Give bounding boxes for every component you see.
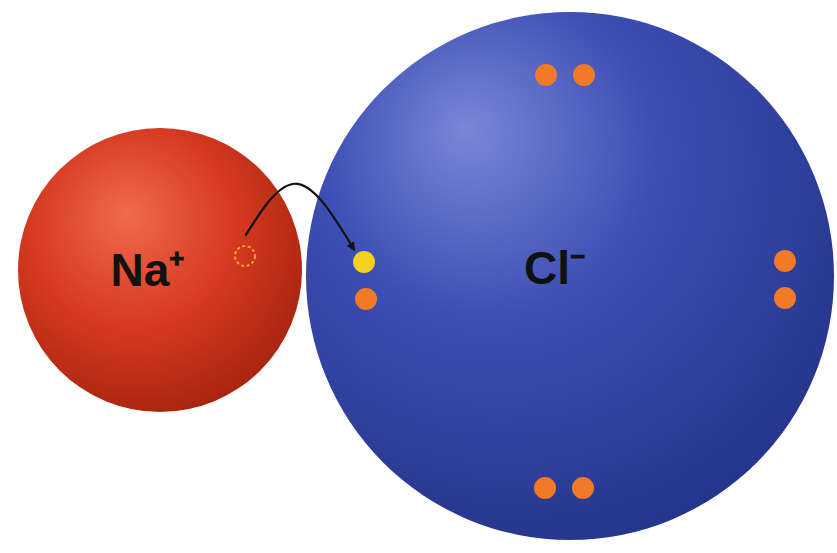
- vacated-electron: [235, 246, 255, 266]
- sodium-ion: Na⁺: [18, 128, 302, 412]
- electron-dot: [774, 250, 796, 272]
- electron-dot: [535, 64, 557, 86]
- electron-transfer-arrow: [245, 184, 354, 250]
- electron-dot: [774, 287, 796, 309]
- electron-dot: [572, 477, 594, 499]
- electron-dot: [355, 288, 377, 310]
- sphere-fill: [306, 12, 834, 540]
- electron-dot: [534, 477, 556, 499]
- ion-symbol: Cl⁻: [524, 245, 586, 291]
- transferred-electron: [353, 251, 375, 273]
- chloride-ion: Cl⁻: [306, 12, 834, 540]
- ion-symbol: Na⁺: [111, 247, 186, 293]
- electron-dot: [573, 64, 595, 86]
- sphere-fill: [18, 128, 302, 412]
